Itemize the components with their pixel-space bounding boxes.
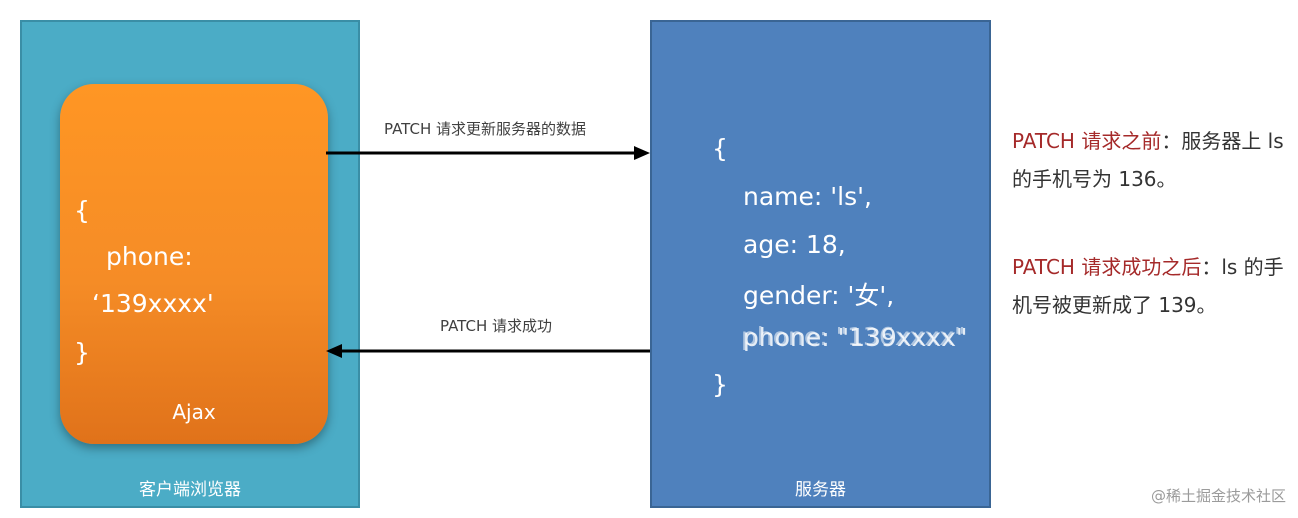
ajax-code-open-brace: { <box>74 196 90 225</box>
note-after: PATCH 请求成功之后：ls 的手机号被更新成了 139。 <box>1012 248 1292 324</box>
server-code-age: age: 18, <box>743 230 846 259</box>
ajax-box: { phone: ‘139xxxx' } Ajax <box>60 84 328 444</box>
server-code-gender: gender: '女', <box>743 281 895 310</box>
server-label: 服务器 <box>795 480 846 500</box>
ajax-code-close-brace: } <box>74 338 90 367</box>
client-browser-panel: { phone: ‘139xxxx' } Ajax 客户端浏览器 <box>20 20 360 508</box>
client-browser-label: 客户端浏览器 <box>139 480 241 500</box>
response-arrow-label: PATCH 请求成功 <box>440 317 552 335</box>
ajax-code-phone-value: ‘139xxxx' <box>92 289 214 318</box>
server-code-open-brace: { <box>712 134 728 163</box>
ajax-label: Ajax <box>172 400 216 424</box>
server-code-phone-old: phone: "136xxxx" <box>741 322 966 351</box>
response-arrow <box>326 344 650 358</box>
note-after-title: PATCH 请求成功之后 <box>1012 255 1202 279</box>
server-code-name: name: 'ls', <box>743 182 872 211</box>
watermark: @稀土掘金技术社区 <box>1150 487 1286 505</box>
ajax-code-phone-key: phone: <box>106 242 193 271</box>
server-panel: { name: 'ls', age: 18, gender: '女', phon… <box>650 20 991 508</box>
note-before-text: ：服务器上 ls 的手机号为 136。 <box>1012 129 1284 191</box>
server-code-close-brace: } <box>712 370 728 399</box>
server-code-phone-new: phone: "139xxxx" <box>743 323 968 352</box>
note-after-text: ：ls 的手机号被更新成了 139。 <box>1012 255 1284 317</box>
note-before: PATCH 请求之前：服务器上 ls 的手机号为 136。 <box>1012 122 1292 198</box>
note-before-title: PATCH 请求之前 <box>1012 129 1162 153</box>
request-arrow-label: PATCH 请求更新服务器的数据 <box>384 120 586 138</box>
request-arrow <box>326 146 650 160</box>
